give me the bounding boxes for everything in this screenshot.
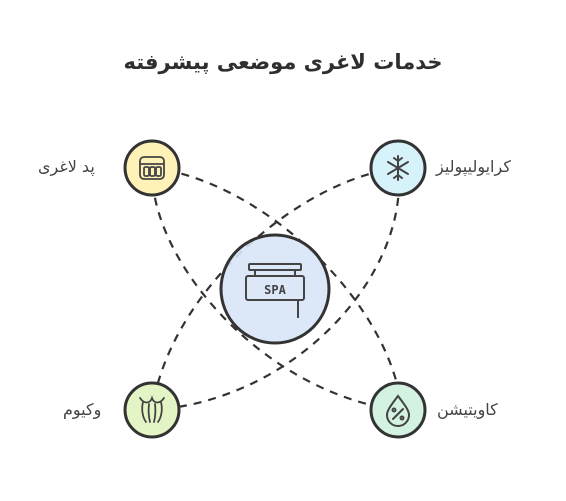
node-vacuum: [123, 381, 181, 439]
node-slimming-pad: [123, 139, 181, 197]
water-drop-icon: [385, 394, 411, 427]
spa-sign-icon: [245, 263, 305, 318]
node-cavitation: [369, 381, 427, 439]
label-cavitation: کاویتیشن: [437, 400, 498, 419]
connector-cryo-to-vacuum: [150, 166, 399, 411]
snowflake-icon: [387, 155, 409, 181]
label-cryolipolysis: کرایولیپولیز: [436, 157, 511, 176]
diagram-title: خدمات لاغری موضعی پیشرفته: [123, 50, 443, 74]
label-slimming-pad: پد لاغری: [38, 157, 95, 176]
pad-icon: [139, 156, 165, 180]
vacuum-icon: [139, 395, 165, 423]
spa-sign-text: SPA: [264, 283, 286, 297]
label-vacuum: وکیوم: [63, 400, 102, 419]
node-cryolipolysis: [369, 139, 427, 197]
connector-pad-to-cavitation: [150, 167, 397, 412]
center-spa-node: SPA: [219, 233, 331, 345]
center-spa-fill: [221, 235, 329, 343]
connector-cryo-to-vacuum-outer: [151, 167, 400, 412]
